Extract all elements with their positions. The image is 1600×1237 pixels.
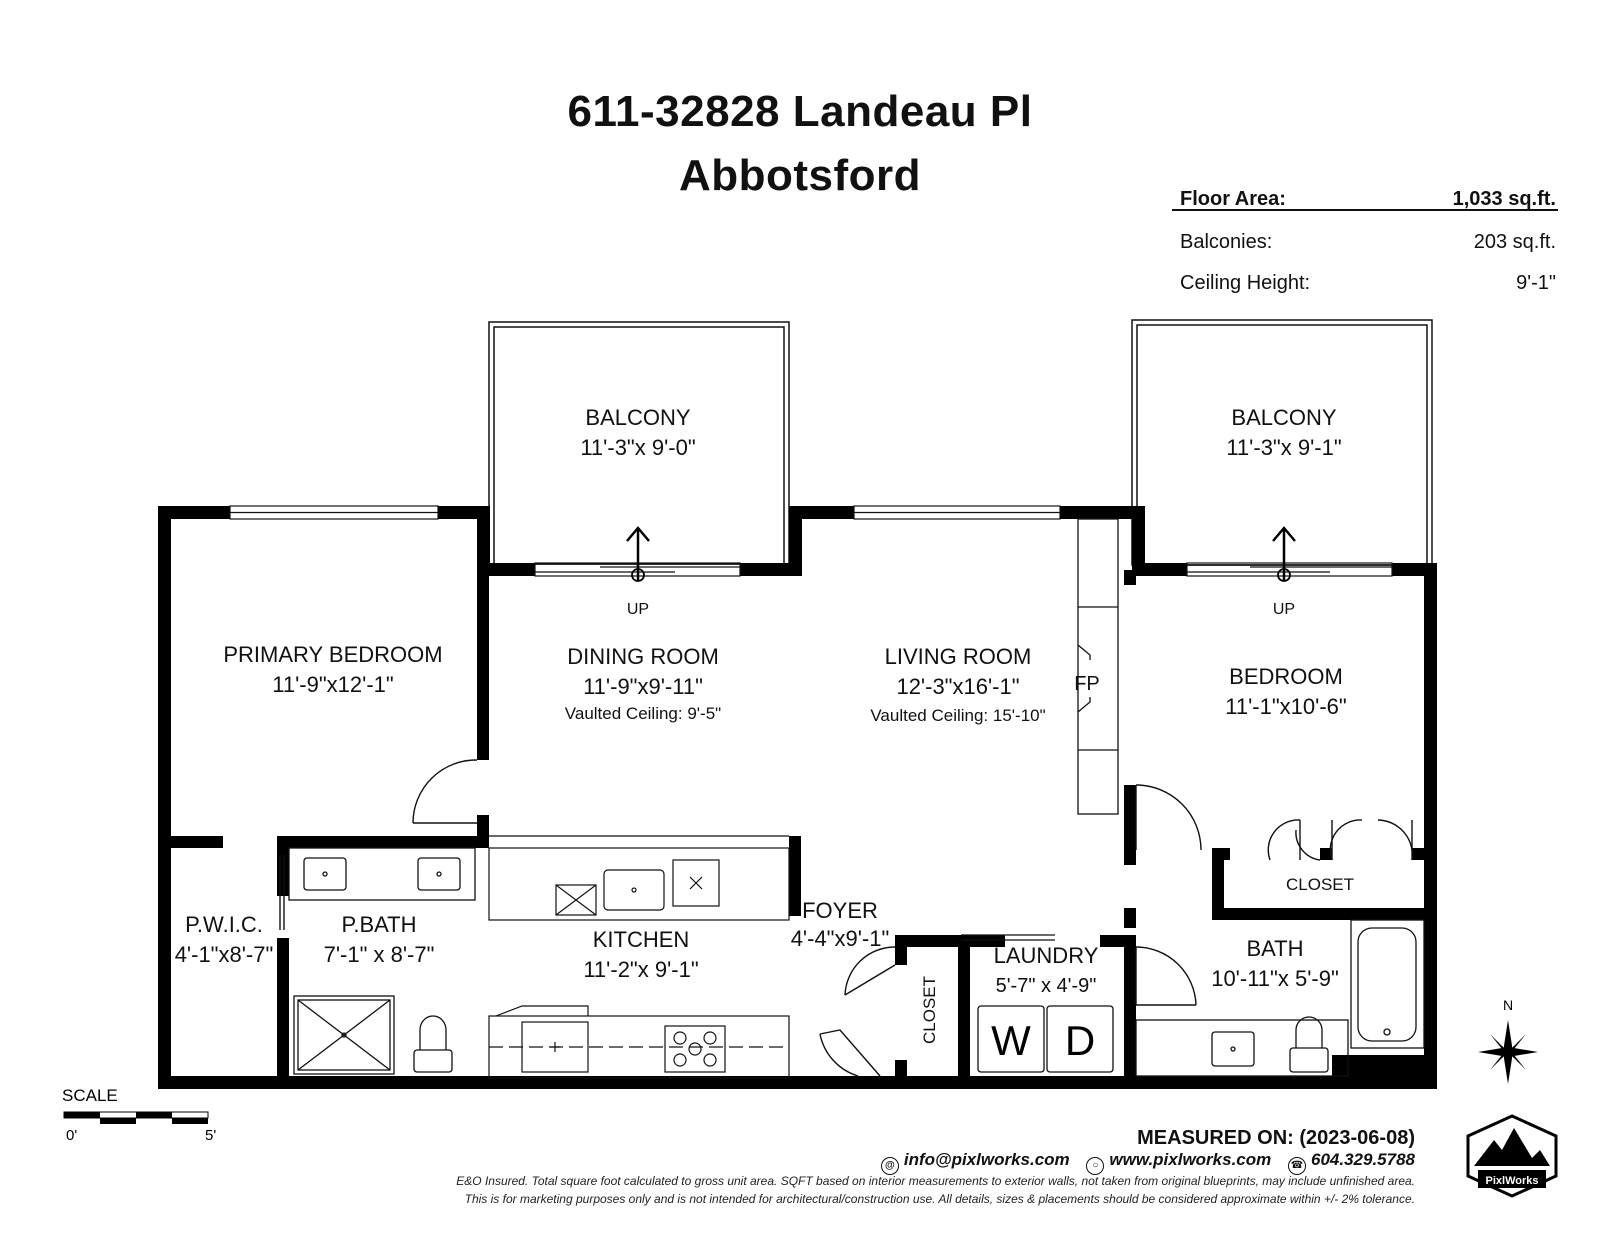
email-icon: @ bbox=[880, 1157, 899, 1175]
page-title: 611-32828 Landeau Pl Abbotsford bbox=[0, 80, 1600, 208]
scale-start: 0' bbox=[66, 1127, 77, 1144]
phone-icon: ☎ bbox=[1288, 1157, 1306, 1175]
windows bbox=[229, 505, 1061, 520]
dining-room-name: DINING ROOM bbox=[567, 644, 719, 669]
up-arrows bbox=[626, 526, 1296, 582]
bedroom-dims: 11'-1"x10'-6" bbox=[1225, 694, 1346, 719]
primary-bath-fixtures bbox=[288, 847, 476, 1075]
laundry-dims: 5'-7" x 4'-9" bbox=[996, 975, 1097, 997]
washer-label: W bbox=[991, 1017, 1031, 1064]
scale-label: SCALE bbox=[62, 1086, 118, 1105]
up-right-label: UP bbox=[1273, 601, 1295, 618]
foyer-dims: 4'-4"x9'-1" bbox=[791, 926, 890, 951]
walls bbox=[158, 506, 1437, 1089]
fireplace bbox=[1077, 518, 1119, 815]
email-link[interactable]: info@pixlworks.com bbox=[903, 1150, 1070, 1169]
globe-icon: ○ bbox=[1086, 1157, 1105, 1175]
balcony-right-dims: 11'-3"x 9'-1" bbox=[1226, 435, 1341, 460]
phone-number: 604.329.5788 bbox=[1311, 1150, 1415, 1169]
website-link[interactable]: www.pixlworks.com bbox=[1109, 1150, 1272, 1169]
balcony-left-dims: 11'-3"x 9'-0" bbox=[580, 435, 695, 460]
floor-area-row: Floor Area: 1,033 sq.ft. bbox=[1180, 188, 1556, 216]
bath-name: BATH bbox=[1246, 936, 1303, 961]
dining-room-note: Vaulted Ceiling: 9'-5" bbox=[565, 704, 721, 723]
balconies-value: 203 sq.ft. bbox=[1473, 231, 1556, 253]
swing-doors bbox=[279, 759, 1414, 1077]
scale-end: 5' bbox=[205, 1127, 216, 1144]
pwic-dims: 4'-1"x8'-7" bbox=[175, 942, 274, 967]
balconies-label: Balconies: bbox=[1180, 231, 1273, 253]
balcony-right-name: BALCONY bbox=[1231, 405, 1336, 430]
bath-dims: 10'-11"x 5'-9" bbox=[1211, 966, 1339, 991]
dryer-label: D bbox=[1065, 1017, 1095, 1064]
foyer-closet-label: CLOSET bbox=[920, 976, 939, 1044]
fireplace-label: FP bbox=[1074, 673, 1100, 695]
address-line1: 611-32828 Landeau Pl bbox=[567, 87, 1033, 136]
pbath-dims: 7'-1" x 8'-7" bbox=[324, 942, 435, 967]
north-label: N bbox=[1503, 997, 1513, 1013]
floor-area-value: 1,033 sq.ft. bbox=[1452, 188, 1556, 210]
pbath-name: P.BATH bbox=[342, 912, 417, 937]
washer-dryer bbox=[961, 934, 1114, 1073]
balcony-left-name: BALCONY bbox=[585, 405, 690, 430]
kitchen-fixtures bbox=[488, 835, 790, 1079]
measured-on: MEASURED ON: (2023-06-08) bbox=[1137, 1127, 1415, 1149]
pwic-name: P.W.I.C. bbox=[185, 912, 263, 937]
disclaimer-line1: E&O Insured. Total square foot calculate… bbox=[456, 1174, 1415, 1188]
contact-line: @info@pixlworks.com ○www.pixlworks.com ☎… bbox=[869, 1150, 1415, 1175]
pixlworks-logo-icon bbox=[1466, 1114, 1558, 1198]
disclaimer-line2: This is for marketing purposes only and … bbox=[464, 1192, 1415, 1206]
foyer-name: FOYER bbox=[802, 898, 878, 923]
up-left-label: UP bbox=[627, 601, 649, 618]
logo-text: PixlWorks bbox=[1486, 1175, 1539, 1187]
bedroom-closet-label: CLOSET bbox=[1286, 875, 1354, 894]
kitchen-name: KITCHEN bbox=[593, 927, 690, 952]
primary-bedroom-name: PRIMARY BEDROOM bbox=[223, 642, 442, 667]
area-divider bbox=[1172, 209, 1558, 211]
floor-area-label: Floor Area: bbox=[1180, 188, 1286, 210]
living-room-dims: 12'-3"x16'-1" bbox=[896, 674, 1019, 699]
laundry-name: LAUNDRY bbox=[994, 943, 1099, 968]
living-room-note: Vaulted Ceiling: 15'-10" bbox=[870, 706, 1045, 725]
address-line2: Abbotsford bbox=[678, 151, 922, 200]
ceiling-height-value: 9'-1" bbox=[1516, 272, 1556, 294]
compass-rose-icon bbox=[1478, 1020, 1538, 1084]
scale-bar bbox=[63, 1111, 209, 1124]
kitchen-dims: 11'-2"x 9'-1" bbox=[583, 957, 698, 982]
dining-room-dims: 11'-9"x9'-11" bbox=[583, 674, 703, 699]
bedroom-name: BEDROOM bbox=[1229, 664, 1343, 689]
ceiling-height-label: Ceiling Height: bbox=[1180, 272, 1311, 294]
primary-bedroom-dims: 11'-9"x12'-1" bbox=[272, 672, 393, 697]
living-room-name: LIVING ROOM bbox=[885, 644, 1032, 669]
bath-fixtures bbox=[1135, 919, 1425, 1077]
